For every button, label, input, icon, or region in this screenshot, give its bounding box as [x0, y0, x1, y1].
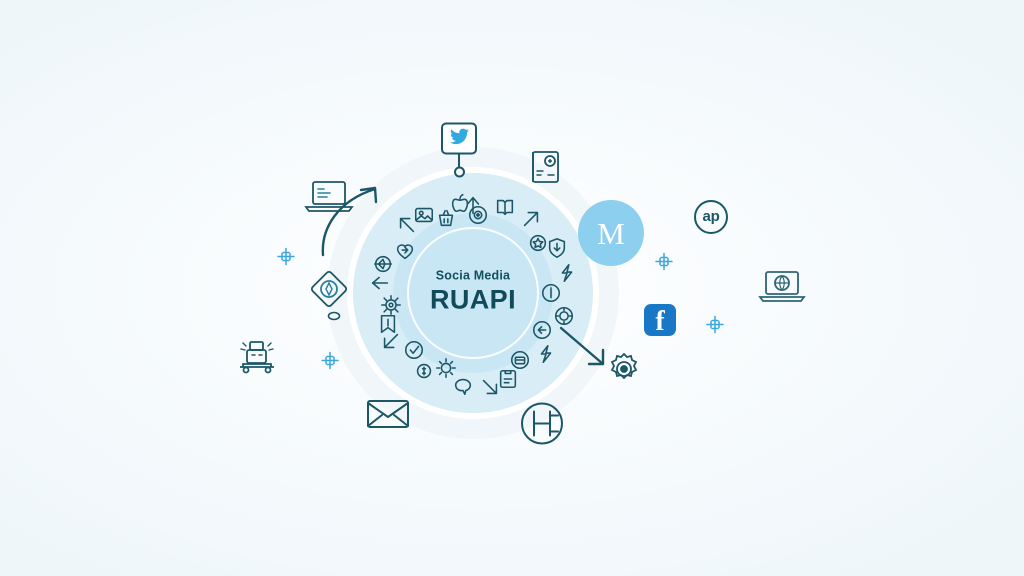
straight-arrow-outbound — [557, 324, 613, 372]
twitter-pin-stem — [458, 154, 460, 168]
medium-badge[interactable]: M — [578, 200, 644, 266]
speech-bubble-icon[interactable] — [452, 375, 474, 397]
camera-apple-icon[interactable] — [449, 192, 471, 214]
twitter-pin-foot — [453, 166, 465, 178]
center-title: RUAPI — [429, 283, 516, 314]
arrow-left-2-icon[interactable] — [369, 272, 391, 294]
sparkle-cross-icon — [705, 315, 725, 340]
sparkle-cross-icon — [276, 247, 296, 272]
open-book-icon[interactable] — [494, 196, 516, 218]
sparkle-cross-icon — [320, 351, 340, 376]
laptop-globe-icon[interactable] — [758, 269, 806, 303]
record-target-icon[interactable] — [467, 204, 489, 226]
twitter-bird-icon — [449, 128, 469, 149]
halo-core-outline — [407, 227, 539, 359]
bookmark-book-icon[interactable] — [377, 313, 399, 335]
target-badge-icon[interactable] — [553, 305, 575, 327]
twitter-pin-card[interactable] — [441, 122, 477, 178]
curved-arrow-inbound — [313, 179, 399, 265]
coin-icon[interactable] — [413, 360, 435, 382]
gear-flower-icon[interactable] — [380, 294, 402, 316]
compass-diamond-icon[interactable] — [310, 270, 348, 308]
arrow-down-left-icon[interactable] — [380, 330, 402, 352]
lightning-icon[interactable] — [556, 262, 578, 284]
heart-arrow-icon[interactable] — [394, 240, 416, 262]
card-icon[interactable] — [509, 349, 531, 371]
small-ring-icon — [327, 311, 341, 321]
image-frame-icon[interactable] — [413, 204, 435, 226]
arrow-up-icon[interactable] — [462, 194, 484, 216]
behance-monogram-icon — [520, 402, 564, 450]
lightning-2-icon[interactable] — [535, 343, 557, 365]
behance-badge[interactable] — [520, 402, 564, 451]
facebook-f-icon: f — [655, 305, 665, 337]
ap-badge[interactable]: ap — [694, 200, 728, 234]
envelope-icon[interactable] — [366, 398, 410, 430]
arrow-left-circle-icon[interactable] — [531, 319, 553, 341]
gear-sun-icon[interactable] — [435, 357, 457, 379]
center-subtitle: Socia Media — [435, 268, 511, 283]
check-circle-icon[interactable] — [403, 339, 425, 361]
badge-star-icon[interactable] — [527, 232, 549, 254]
arrow-down-right-icon[interactable] — [479, 376, 501, 398]
robot-cart-icon[interactable] — [236, 340, 280, 374]
clipboard-icon[interactable] — [497, 368, 519, 390]
ap-badge-icon: ap — [702, 208, 720, 225]
arrow-up-left-icon[interactable] — [396, 214, 418, 236]
twitter-card-box — [441, 122, 477, 155]
center-label: Socia Media RUAPI — [388, 269, 558, 313]
arrow-up-right-icon[interactable] — [520, 208, 542, 230]
sparkle-cross-icon — [654, 252, 674, 277]
plane-circle-icon[interactable] — [372, 253, 394, 275]
info-circle-icon[interactable] — [540, 282, 562, 304]
note-document-icon[interactable] — [530, 150, 560, 184]
basket-icon[interactable] — [435, 207, 457, 229]
medium-m-icon: M — [597, 215, 625, 251]
gear-target-icon[interactable] — [607, 352, 641, 386]
shield-download-icon[interactable] — [546, 237, 568, 259]
facebook-badge[interactable]: f — [644, 304, 676, 336]
